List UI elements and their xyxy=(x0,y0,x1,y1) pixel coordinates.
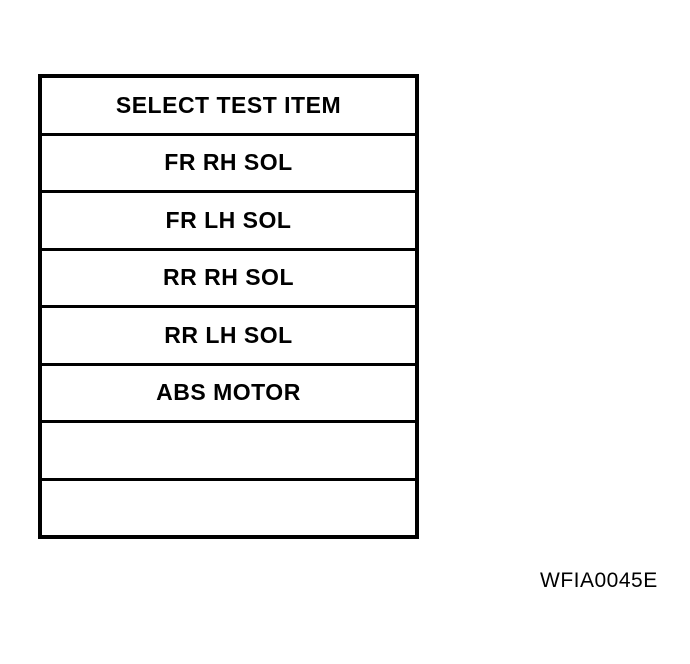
menu-item-fr-rh-sol[interactable]: FR RH SOL xyxy=(42,136,415,193)
menu-item-empty-1 xyxy=(42,423,415,481)
menu-item-rr-lh-sol[interactable]: RR LH SOL xyxy=(42,308,415,366)
figure-code: WFIA0045E xyxy=(540,569,658,592)
menu-item-fr-lh-sol[interactable]: FR LH SOL xyxy=(42,193,415,251)
menu-item-abs-motor[interactable]: ABS MOTOR xyxy=(42,366,415,423)
menu-item-empty-2 xyxy=(42,481,415,536)
menu-header: SELECT TEST ITEM xyxy=(42,78,415,136)
select-test-item-menu: SELECT TEST ITEM FR RH SOL FR LH SOL RR … xyxy=(38,74,419,539)
menu-item-rr-rh-sol[interactable]: RR RH SOL xyxy=(42,251,415,308)
